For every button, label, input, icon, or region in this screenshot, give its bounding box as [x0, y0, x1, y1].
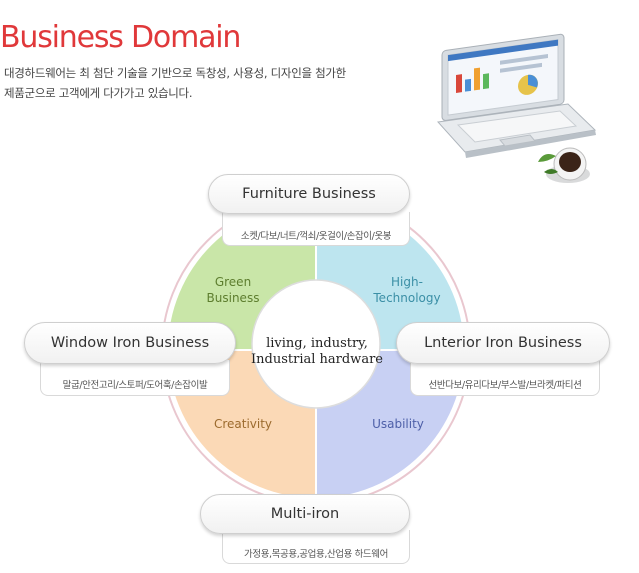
interior-iron-business-button[interactable]: Lnterior Iron Business: [396, 322, 610, 364]
description-line-1: 대경하드웨어는 최 첨단 기술을 기반으로 독창성, 사용성, 디자인을 첨가한: [4, 66, 346, 80]
quadrant-label-usability: Usability: [372, 417, 424, 431]
window-iron-items: 말굽/안전고리/스토퍼/도어훅/손잡이발: [40, 360, 230, 396]
center-line1: living, industry,: [266, 336, 368, 351]
quadrant-label-green: Green Business: [198, 274, 268, 306]
hightech-line2: Technology: [373, 291, 441, 305]
center-circle: [251, 279, 381, 409]
interior-iron-items: 선반다보/유리다보/부스발/브라켓/파티션: [410, 360, 600, 396]
laptop-icon: [436, 33, 597, 183]
quadrant-label-hightech: High- Technology: [362, 274, 452, 306]
center-label: living, industry, Industrial hardware: [250, 336, 384, 368]
furniture-items: 소켓/다보/너트/꺽쇠/옷걸이/손잡이/옷봉: [222, 212, 410, 246]
quadrant-label-creativity: Creativity: [213, 417, 273, 431]
hightech-line1: High-: [391, 275, 423, 289]
coffee-cup-icon: [538, 147, 590, 183]
description-line-2: 제품군으로 고객에게 다가가고 있습니다.: [4, 86, 193, 100]
green-line2: Business: [206, 291, 260, 305]
multi-iron-items: 가정용,목공용,공업용,산업용 하드웨어: [222, 530, 410, 564]
page-description: 대경하드웨어는 최 첨단 기술을 기반으로 독창성, 사용성, 디자인을 첨가한…: [4, 63, 434, 103]
center-line2: Industrial hardware: [251, 352, 383, 367]
window-iron-business-button[interactable]: Window Iron Business: [24, 322, 236, 364]
page-title: Business Domain: [0, 20, 241, 55]
furniture-business-button[interactable]: Furniture Business: [208, 174, 410, 214]
multi-iron-button[interactable]: Multi-iron: [200, 494, 410, 534]
green-line1: Green: [214, 275, 252, 289]
